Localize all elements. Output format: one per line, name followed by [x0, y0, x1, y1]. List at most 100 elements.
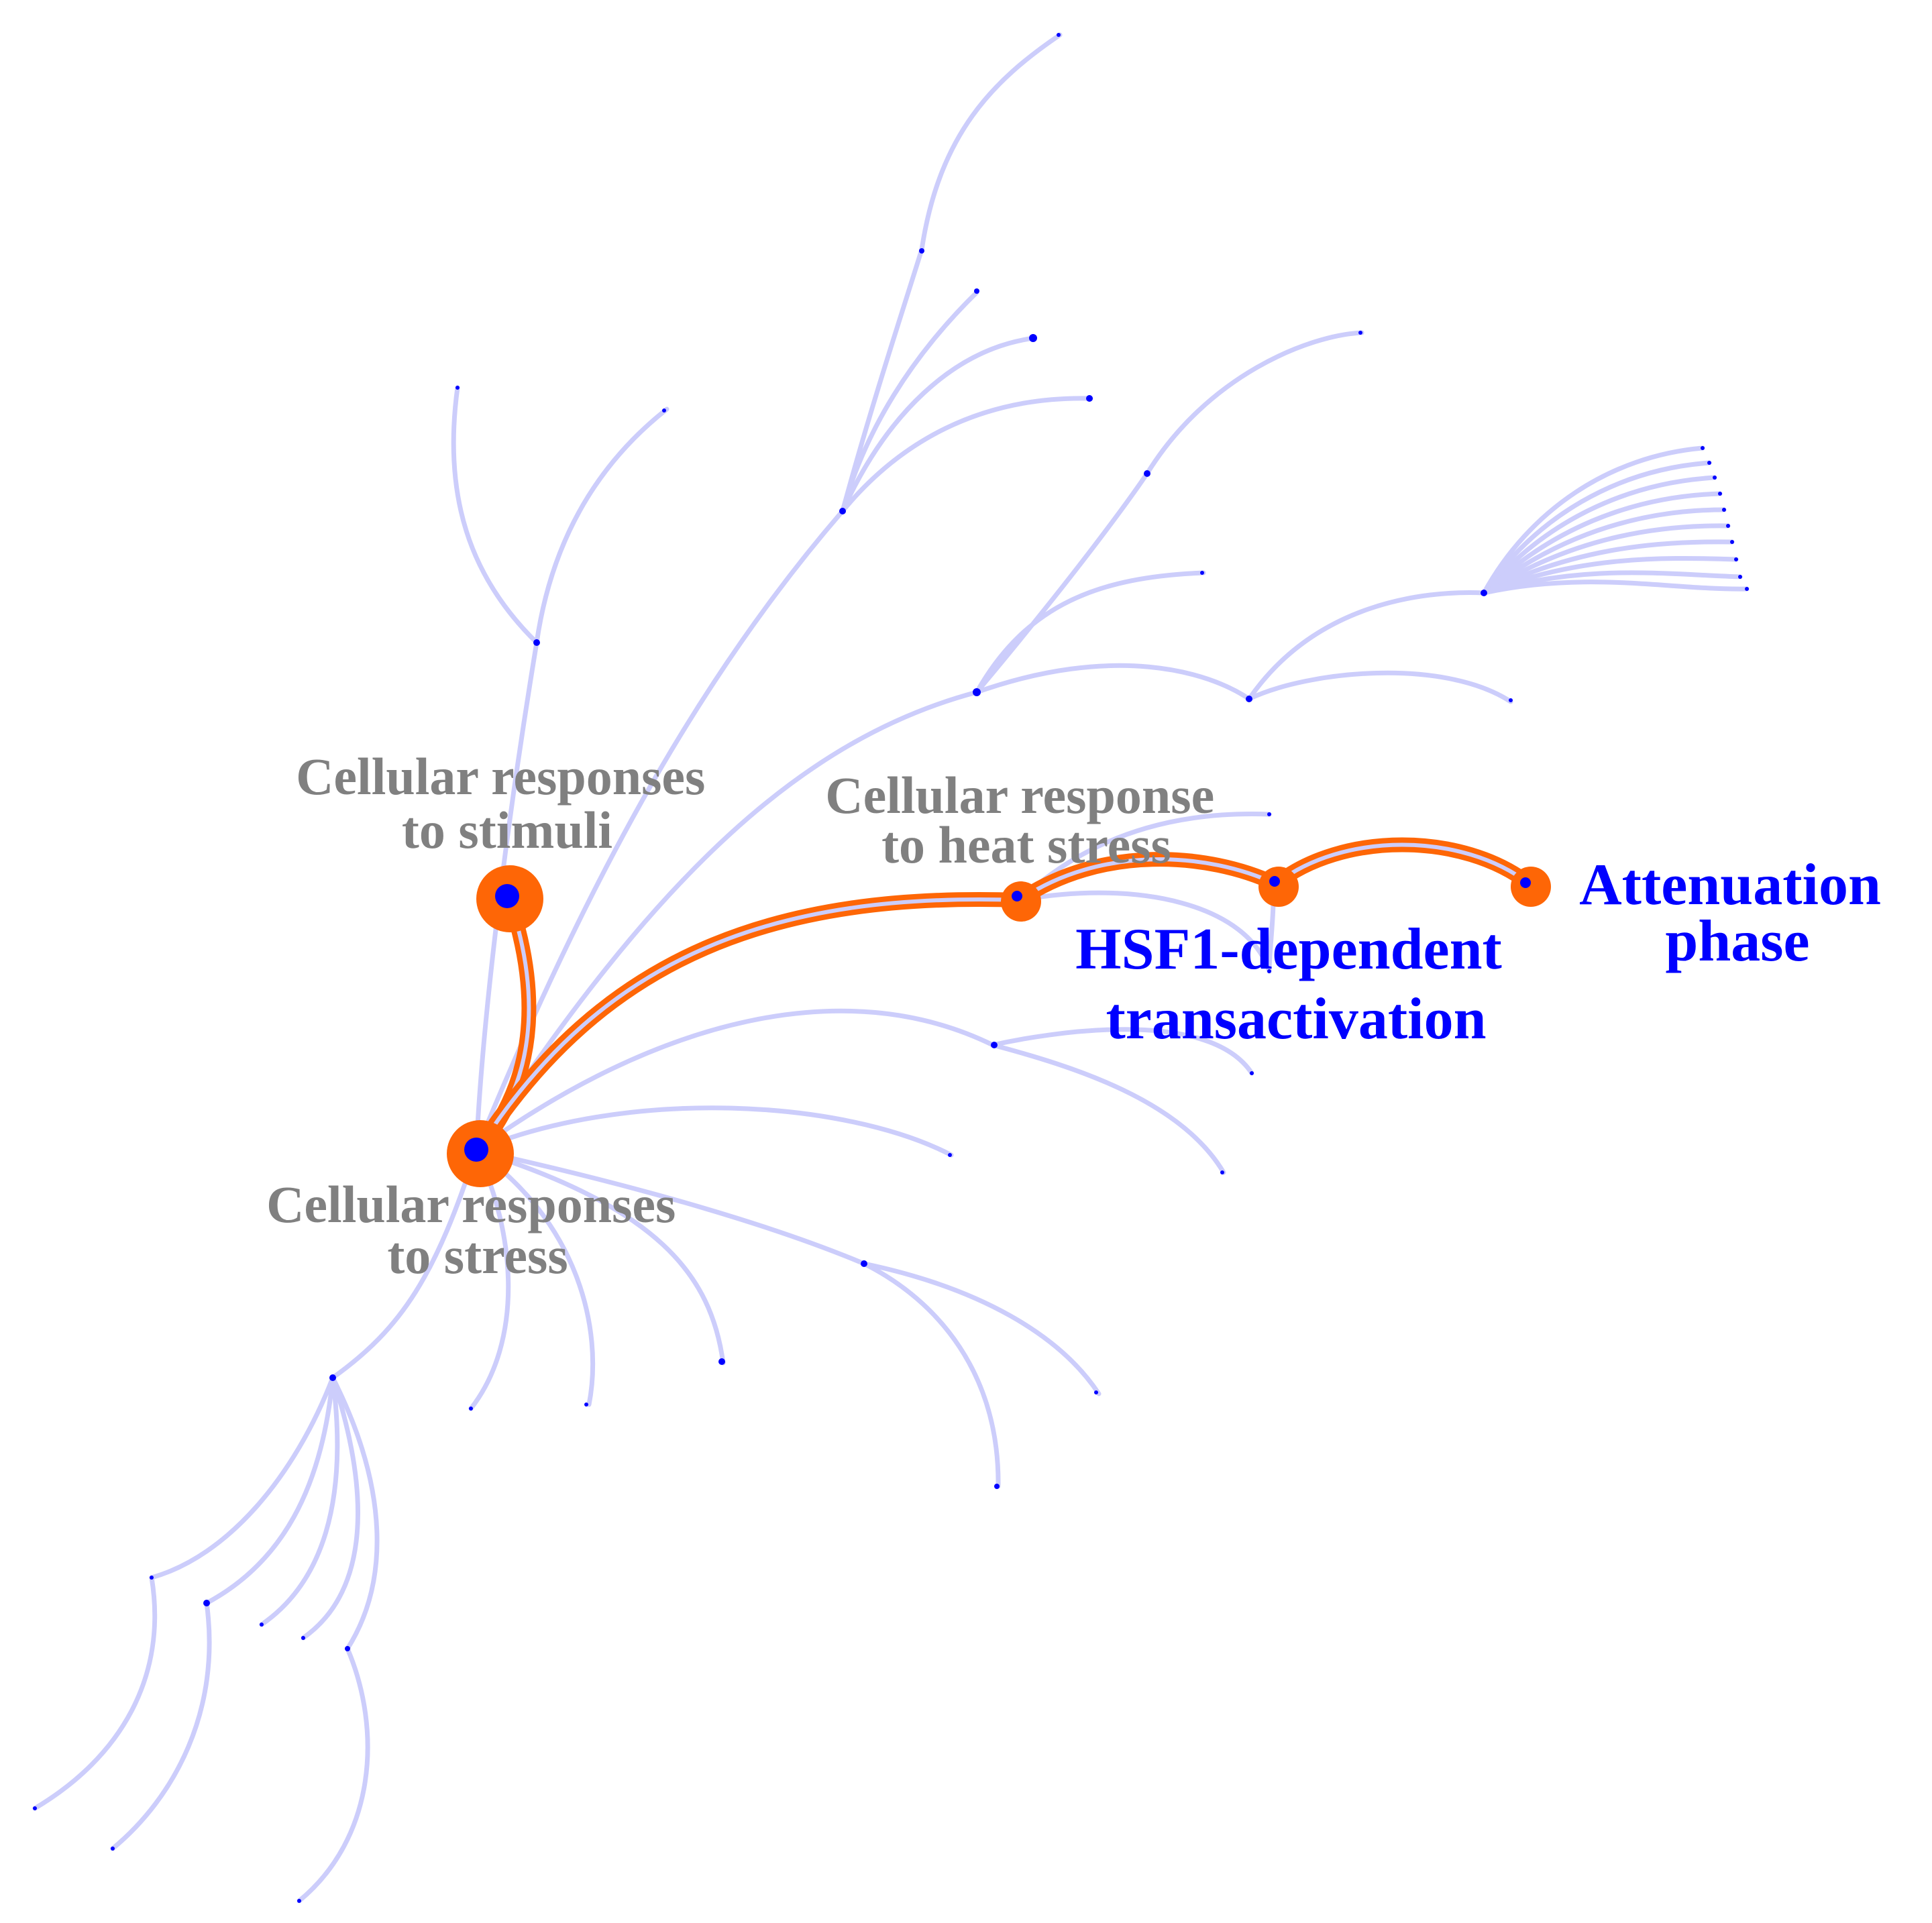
edge-node-g-to-leaf-1 — [990, 1027, 1254, 1076]
node-leaf-10[interactable] — [469, 1407, 473, 1411]
node-n-leaf[interactable] — [297, 1899, 301, 1903]
label-heat-line-1: Cellular response — [825, 766, 1214, 824]
node-g[interactable] — [991, 1042, 998, 1048]
edge-branch-b-to-leaf-4 — [840, 335, 1037, 514]
node-fan-leaf-2[interactable] — [1707, 461, 1711, 465]
edge-stress-to-node-i — [330, 1148, 479, 1380]
node-fan-leaf-4[interactable] — [1718, 492, 1722, 496]
label-attenuation-line-2: phase — [1665, 909, 1809, 974]
node-branch-a[interactable] — [533, 639, 540, 646]
edge-branch-d-to-node-f — [974, 663, 1252, 702]
node-j-leaf[interactable] — [33, 1806, 37, 1810]
hl-edge-hsf1-to-attenuation-core — [1274, 842, 1532, 886]
node-fan-leaf-3[interactable] — [1713, 476, 1717, 480]
node-fan-leaf-9[interactable] — [1738, 575, 1742, 579]
node-leaf-8[interactable] — [718, 1358, 725, 1365]
label-stimuli-line-1: Cellular responses — [296, 747, 705, 806]
label-heat-line-2: to heat stress — [881, 816, 1171, 874]
node-leaf-3[interactable] — [974, 288, 979, 294]
label-stimuli-line-2: to stimuli — [402, 801, 612, 859]
edge-branch-d-to-node-e — [974, 471, 1150, 695]
edge-fan-9 — [1481, 570, 1743, 596]
node-fan[interactable] — [1481, 590, 1487, 596]
edge-node-i-to-node-n — [330, 1375, 380, 1651]
node-fan-leaf-5[interactable] — [1722, 508, 1726, 512]
node-heat-leaf-a[interactable] — [1267, 812, 1271, 816]
node-branch-d[interactable] — [973, 688, 981, 696]
node-hsf1[interactable] — [1269, 876, 1280, 887]
edge-node-k-to-leaf — [110, 1600, 212, 1851]
node-heat-leaf-b[interactable] — [1267, 969, 1271, 973]
edge-stress-to-node-h — [474, 1148, 867, 1266]
node-ring-hsf1 — [1258, 867, 1299, 907]
edge-fan-3 — [1481, 475, 1717, 596]
edge-node-i-to-j — [149, 1375, 335, 1580]
node-leaf-e[interactable] — [1358, 331, 1362, 335]
node-fan-leaf-8[interactable] — [1734, 557, 1738, 561]
node-stress[interactable] — [464, 1138, 488, 1162]
edge-fan-7 — [1481, 539, 1735, 596]
node-leaf-top[interactable] — [1057, 33, 1061, 37]
node-k-leaf[interactable] — [111, 1847, 115, 1851]
node-leaf-1[interactable] — [455, 386, 460, 390]
node-n[interactable] — [345, 1646, 350, 1651]
node-e[interactable] — [1144, 470, 1150, 477]
node-leaf-l[interactable] — [260, 1623, 264, 1627]
node-heat-stress[interactable] — [1012, 891, 1022, 901]
label-attenuation-phase: Attenuation phase — [1579, 853, 1896, 974]
edge-node-n-to-leaf — [297, 1646, 370, 1904]
edge-heat-to-leaf-a — [1017, 812, 1272, 903]
label-stress-line-1: Cellular responses — [266, 1175, 676, 1233]
edge-node-f-to-fan — [1246, 590, 1487, 702]
node-h[interactable] — [861, 1260, 867, 1267]
edge-fan-1 — [1481, 445, 1705, 596]
label-cellular-responses-to-stress: Cellular responses to stress — [266, 1175, 689, 1284]
node-g-leaf-1[interactable] — [1250, 1071, 1254, 1075]
edge-node-i-to-leaf-l — [259, 1375, 340, 1627]
node-fan-leaf-6[interactable] — [1726, 524, 1730, 528]
node-fan-leaf-10[interactable] — [1745, 587, 1749, 591]
node-leaf-m[interactable] — [301, 1636, 305, 1640]
node-leaf-6[interactable] — [1200, 571, 1204, 575]
node-fan-leaf-1[interactable] — [1701, 446, 1705, 450]
node-leaf-7[interactable] — [948, 1153, 952, 1157]
node-leaf-9[interactable] — [584, 1403, 588, 1407]
label-attenuation-line-1: Attenuation — [1579, 853, 1881, 918]
node-leaf-4[interactable] — [1029, 334, 1037, 342]
edge-fan-10 — [1481, 580, 1750, 596]
node-fan-leaf-7[interactable] — [1730, 540, 1734, 544]
edge-fan-8 — [1481, 555, 1739, 596]
edge-node-i-to-k — [204, 1375, 335, 1606]
label-hsf1-dependent-transactivation: HSF1-dependent transactivation — [1075, 917, 1517, 1052]
node-leaf-f[interactable] — [1509, 698, 1513, 702]
edge-stress-to-leaf-8 — [474, 1148, 726, 1366]
node-h-leaf-1[interactable] — [1094, 1390, 1098, 1394]
node-f[interactable] — [1246, 696, 1252, 702]
node-stimuli[interactable] — [495, 884, 519, 908]
node-h-leaf-2[interactable] — [994, 1484, 1000, 1489]
hl-edge-stress-to-heat-core — [476, 897, 1022, 1152]
label-cellular-responses-to-stimuli: Cellular responses to stimuli — [296, 747, 718, 859]
pathway-nodes — [33, 33, 1749, 1903]
node-k[interactable] — [203, 1600, 210, 1606]
node-c[interactable] — [919, 248, 924, 254]
hl-edge-heat-to-hsf1-core — [1018, 857, 1278, 902]
node-ring-heat — [1001, 881, 1041, 922]
node-ring-attenuation — [1511, 867, 1551, 907]
node-i[interactable] — [329, 1374, 336, 1381]
edge-node-h-to-leaf-2 — [861, 1261, 1001, 1489]
edge-stress-to-node-g — [474, 1008, 996, 1153]
hl-edge-hsf1-to-attenuation — [1269, 837, 1537, 891]
node-leaf-2[interactable] — [662, 408, 666, 413]
edge-branch-a-to-leaf-1 — [451, 385, 539, 645]
node-j[interactable] — [150, 1576, 154, 1580]
edge-fan-5 — [1481, 507, 1727, 596]
edge-stress-to-leaf-9 — [474, 1148, 596, 1407]
node-leaf-5[interactable] — [1086, 395, 1093, 402]
node-branch-b[interactable] — [839, 508, 846, 514]
edge-node-j-to-leaf — [32, 1575, 158, 1811]
node-attenuation[interactable] — [1520, 877, 1531, 888]
label-cellular-response-to-heat-stress: Cellular response to heat stress — [825, 766, 1227, 874]
node-g-leaf-2[interactable] — [1220, 1170, 1224, 1174]
